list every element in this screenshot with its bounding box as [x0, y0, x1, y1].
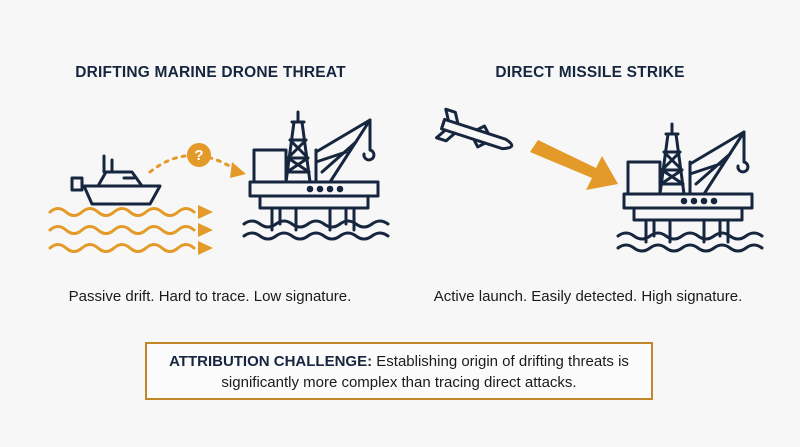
callout-text-line1: Establishing origin of drifting threats …	[376, 353, 629, 370]
boat-icon	[70, 154, 162, 206]
attribution-callout: ATTRIBUTION CHALLENGE: Establishing orig…	[145, 342, 653, 400]
question-icon: ?	[187, 143, 211, 167]
strike-arrow-icon	[530, 140, 618, 190]
oil-rig-icon	[242, 110, 390, 241]
missile-icon	[435, 107, 514, 151]
missile-strike-caption: Active launch. Easily detected. High sig…	[433, 288, 743, 305]
drifting-threat-title: DRIFTING MARINE DRONE THREAT	[75, 64, 346, 81]
question-mark: ?	[194, 147, 203, 164]
missile-strike-title: DIRECT MISSILE STRIKE	[495, 64, 685, 81]
callout-label: ATTRIBUTION CHALLENGE:	[169, 353, 373, 370]
wave-arrows-icon	[48, 207, 196, 253]
callout-line1: ATTRIBUTION CHALLENGE: Establishing orig…	[147, 351, 651, 372]
oil-rig-icon	[616, 122, 764, 253]
callout-text-line2: significantly more complex than tracing …	[221, 374, 577, 391]
drifting-threat-caption: Passive drift. Hard to trace. Low signat…	[68, 288, 352, 305]
